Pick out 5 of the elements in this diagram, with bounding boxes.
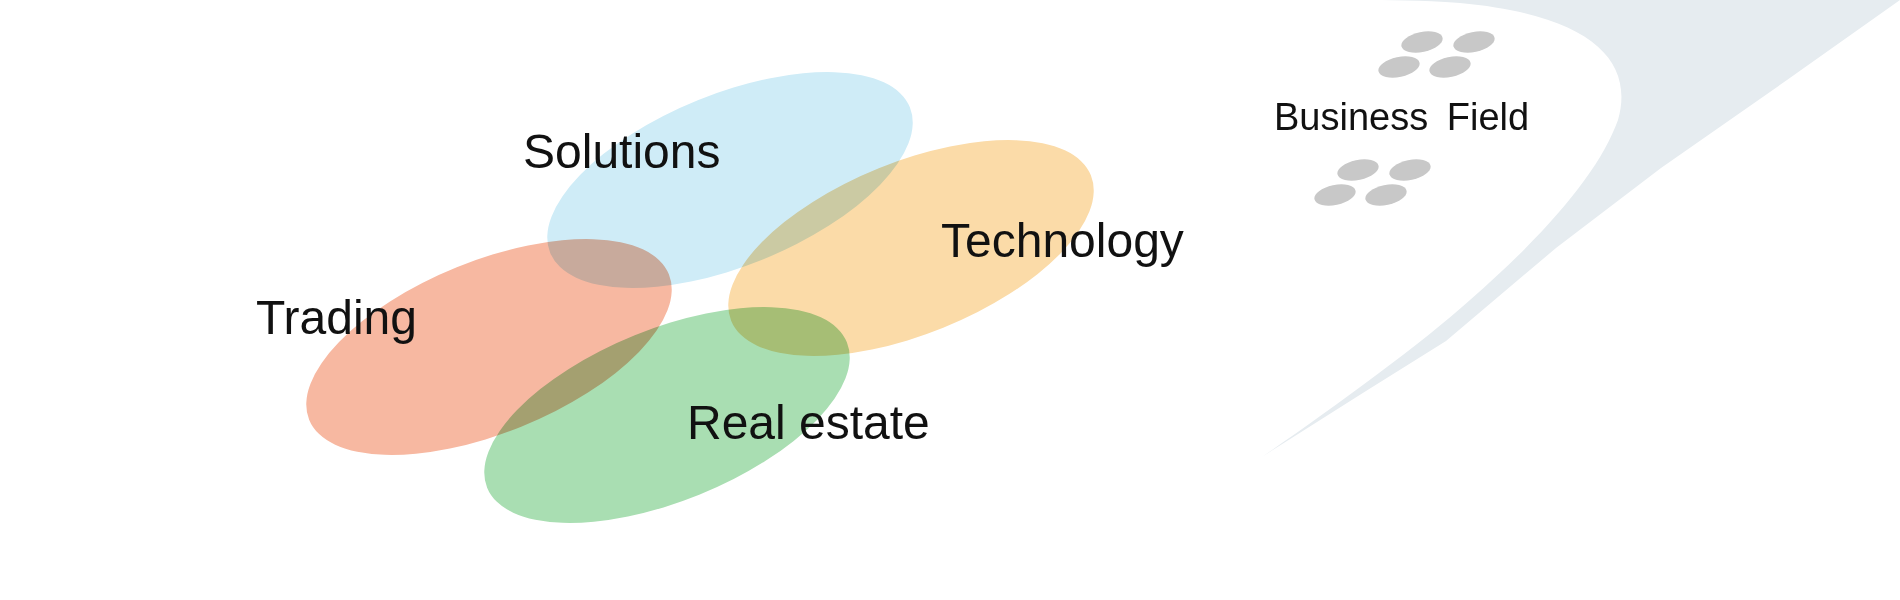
field-label: Trading (256, 294, 417, 342)
field-label: Solutions (523, 128, 721, 176)
heading: Business Field (1274, 98, 1530, 136)
field-label: Real estate (687, 399, 930, 447)
field-label: Technology (941, 217, 1184, 265)
